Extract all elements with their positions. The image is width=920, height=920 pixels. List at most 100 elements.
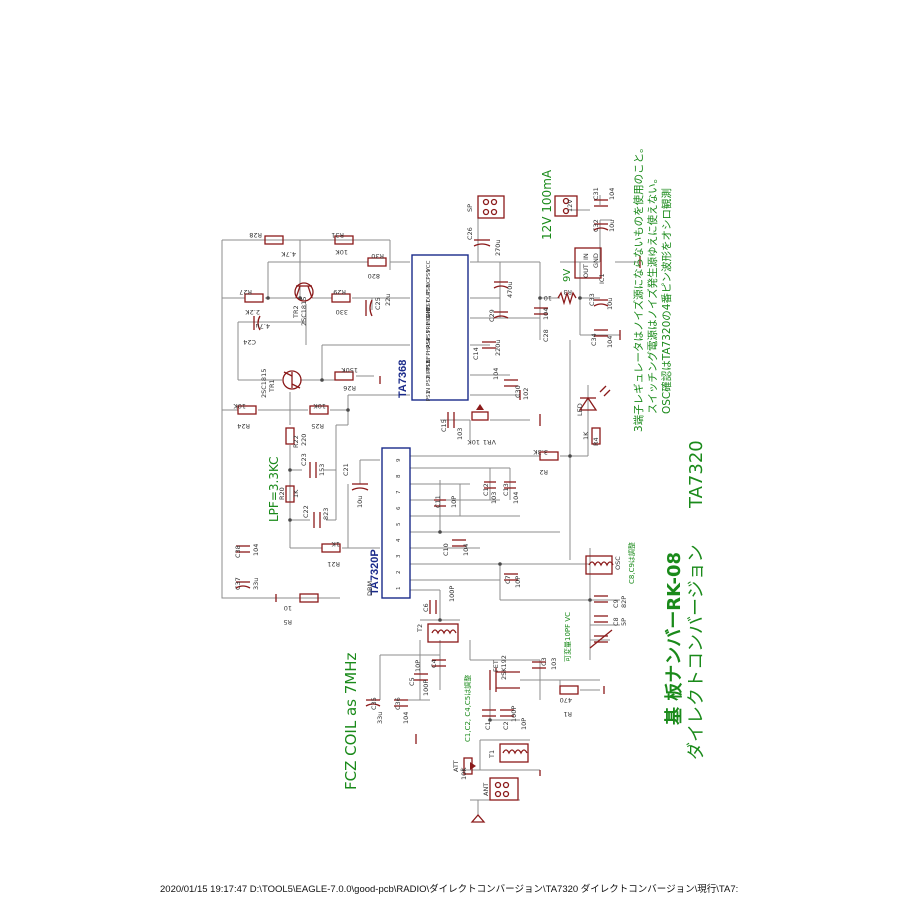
ta7368-chip: TA7368 xyxy=(397,254,469,401)
label-tr2: TR2 xyxy=(292,305,300,319)
ta7320p-pin-label: 6 xyxy=(396,506,402,510)
label-c12: C12 xyxy=(482,483,490,496)
ta7320p-pin-label: 2 xyxy=(396,571,402,575)
label-r24: R24 xyxy=(237,422,250,430)
label-c13: C13 xyxy=(502,483,510,496)
label-r3: R3 xyxy=(563,288,572,296)
label-c33-value: 10u xyxy=(606,298,614,310)
label-c24-value: 4.7u xyxy=(256,322,270,330)
label-c11-value: 10P xyxy=(450,496,458,508)
ta7368-pin-label: PRE-GND xyxy=(426,307,432,332)
led-indicator xyxy=(578,396,598,411)
label-c5-value: 100P xyxy=(422,680,430,696)
label-c14: C14 xyxy=(472,347,480,360)
label-c34-value: 104 xyxy=(606,336,614,348)
label-c1-value: 100P xyxy=(510,706,518,722)
misc-parts xyxy=(463,195,611,823)
label-c34: C34 xyxy=(590,333,598,346)
ta7320p-label: TA7320P xyxy=(369,549,381,595)
transistor-tr2 xyxy=(294,282,314,302)
label-r25-value: 10K xyxy=(313,402,326,410)
label-12v-pin: 12V xyxy=(566,199,574,212)
label-c4-value: 10P xyxy=(414,660,422,672)
label-r2-value: 3.3K xyxy=(533,448,548,456)
label-led: LED xyxy=(576,403,584,416)
part-labels: R28 4.7K R31 10K R30 820 R29 330 R27 2.2… xyxy=(233,187,628,796)
note-fcz-coil: FCZ COIL as 7MHz xyxy=(342,652,360,790)
label-c2: C2 xyxy=(502,721,510,730)
label-r31-value: 10K xyxy=(335,248,348,256)
label-osc: OSC xyxy=(614,556,622,570)
label-c26: C26 xyxy=(466,227,474,240)
label-dbm: DBM xyxy=(366,581,374,596)
resistors xyxy=(237,235,601,695)
resistor-r2 xyxy=(539,451,559,461)
ta7368-pin-label: PS8 xyxy=(426,284,432,295)
label-c25: C25 xyxy=(374,297,382,310)
note-board-number: 基 板ナンバーRK-08 xyxy=(663,552,685,726)
label-r28-value: 4.7K xyxy=(281,250,296,258)
label-r4: R4 xyxy=(592,437,600,446)
label-r26-value: 150K xyxy=(341,366,358,374)
label-c36-value: 104 xyxy=(402,712,410,724)
resistor-r21 xyxy=(321,543,341,553)
label-c37-value: 33u xyxy=(252,578,260,590)
label-r31: R31 xyxy=(331,231,344,239)
label-c25-value: 22u xyxy=(384,294,392,306)
coil-osc xyxy=(585,555,613,575)
label-c22-value: 823 xyxy=(322,508,330,520)
label-c30: C30 xyxy=(514,385,522,398)
label-c14-value: 104 xyxy=(492,368,500,380)
ta7320p-pin-label: 9 xyxy=(396,458,402,462)
label-c10-value: 104 xyxy=(462,544,470,556)
ta7368-pin-label: PS1 xyxy=(426,391,432,401)
label-c21-value: 10u xyxy=(356,496,364,508)
label-c31-value: 104 xyxy=(608,188,616,200)
label-c21: C21 xyxy=(342,463,350,476)
label-r27: R27 xyxy=(239,288,252,296)
label-c36: C36 xyxy=(394,697,402,710)
ta7368-pin-label: PS9 xyxy=(426,269,432,280)
label-r26: R26 xyxy=(343,384,356,392)
ta7368-pin-label: PS2 xyxy=(426,376,432,386)
label-reg-out: OUT xyxy=(582,264,590,278)
label-r21-value: 1K xyxy=(331,540,340,548)
ground-symbols xyxy=(275,256,641,776)
ta7368-pin-label: PS7 xyxy=(426,299,432,310)
label-ic1: IC1 xyxy=(598,273,606,284)
resistor-r24 xyxy=(237,405,257,415)
resistor-r1 xyxy=(559,685,579,695)
ta7320p-pin-label: 7 xyxy=(396,490,402,494)
ta7320p-chip: TA7320P xyxy=(369,447,411,599)
coils xyxy=(427,555,614,763)
label-r29-value: 330 xyxy=(336,308,348,316)
label-r20-value: 1K xyxy=(292,489,300,498)
label-c6-value: 100P xyxy=(448,586,456,602)
ta7368-pin-label: PS5 xyxy=(426,330,432,341)
label-vr1: VR1 xyxy=(483,438,496,446)
label-c29: C29 xyxy=(488,309,496,322)
label-c5: C5 xyxy=(408,677,416,686)
label-c15: C15 xyxy=(440,419,448,432)
label-c9: C9 xyxy=(612,599,620,608)
label-c12-value: 103 xyxy=(490,492,498,504)
resistor-r31 xyxy=(334,235,354,245)
label-r30: R30 xyxy=(371,252,384,260)
wiring xyxy=(221,195,640,815)
ta7368-pin-label: NC xyxy=(426,279,432,287)
label-r30-value: 820 xyxy=(368,272,380,280)
label-att: ATT xyxy=(452,760,460,772)
coil-t2 xyxy=(427,623,459,643)
note-direct-conversion: ダイレクトコンバージョン xyxy=(686,544,707,760)
ta7368-pin-label: RIPPLE xyxy=(426,359,432,378)
label-c38-value: 104 xyxy=(252,544,260,556)
label-r1: R1 xyxy=(563,710,572,718)
label-reg-gnd: GND xyxy=(592,253,600,268)
label-r5-value: 10 xyxy=(284,604,292,612)
junction-dots xyxy=(266,296,592,722)
label-c27-value: 470u xyxy=(506,281,514,298)
label-tr1-value: 2SC1815 xyxy=(260,369,268,398)
label-c28-value: 104 xyxy=(542,308,550,320)
transistors xyxy=(282,282,314,390)
